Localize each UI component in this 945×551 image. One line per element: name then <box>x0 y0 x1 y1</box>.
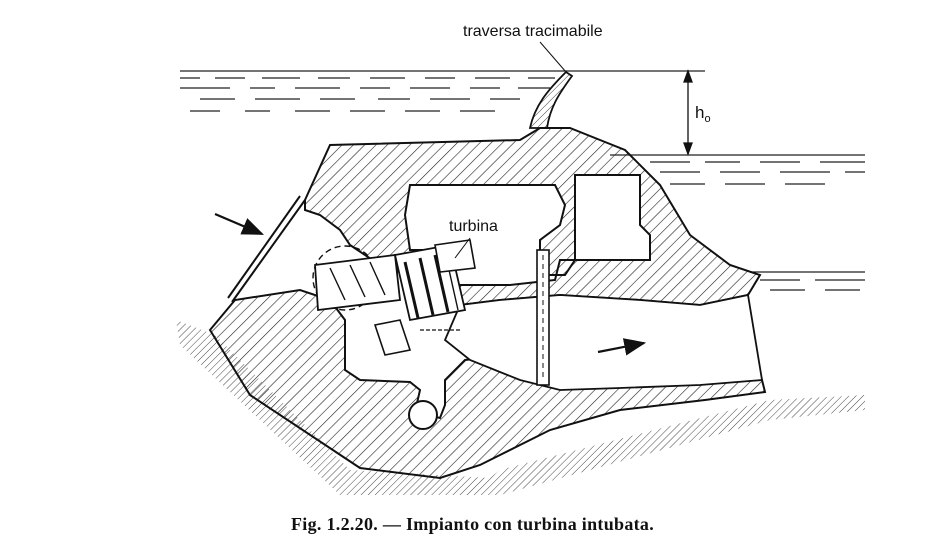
inflow-arrow <box>214 212 265 236</box>
drain-pipe <box>408 400 438 430</box>
weir-crest <box>528 70 574 129</box>
head-symbol: h <box>695 103 704 122</box>
head-dimension <box>683 69 693 156</box>
weir-label: traversa tracimabile <box>463 23 603 40</box>
turbine-label: turbina <box>449 218 498 235</box>
headwater-lines <box>180 70 705 112</box>
tailwater-lines <box>610 154 865 291</box>
gate-slot <box>536 249 550 386</box>
turbine-runner <box>312 239 476 356</box>
inlet-trash-rack <box>227 195 306 303</box>
outflow-arrow <box>597 338 647 356</box>
figure-caption: Fig. 1.2.20. — Impianto con turbina intu… <box>290 514 655 534</box>
weir-label-leader <box>539 41 567 73</box>
turbine-label-leader <box>454 237 471 259</box>
head-subscript: o <box>704 113 710 125</box>
head-label: ho <box>695 103 711 125</box>
draft-tube-channel <box>443 293 764 391</box>
